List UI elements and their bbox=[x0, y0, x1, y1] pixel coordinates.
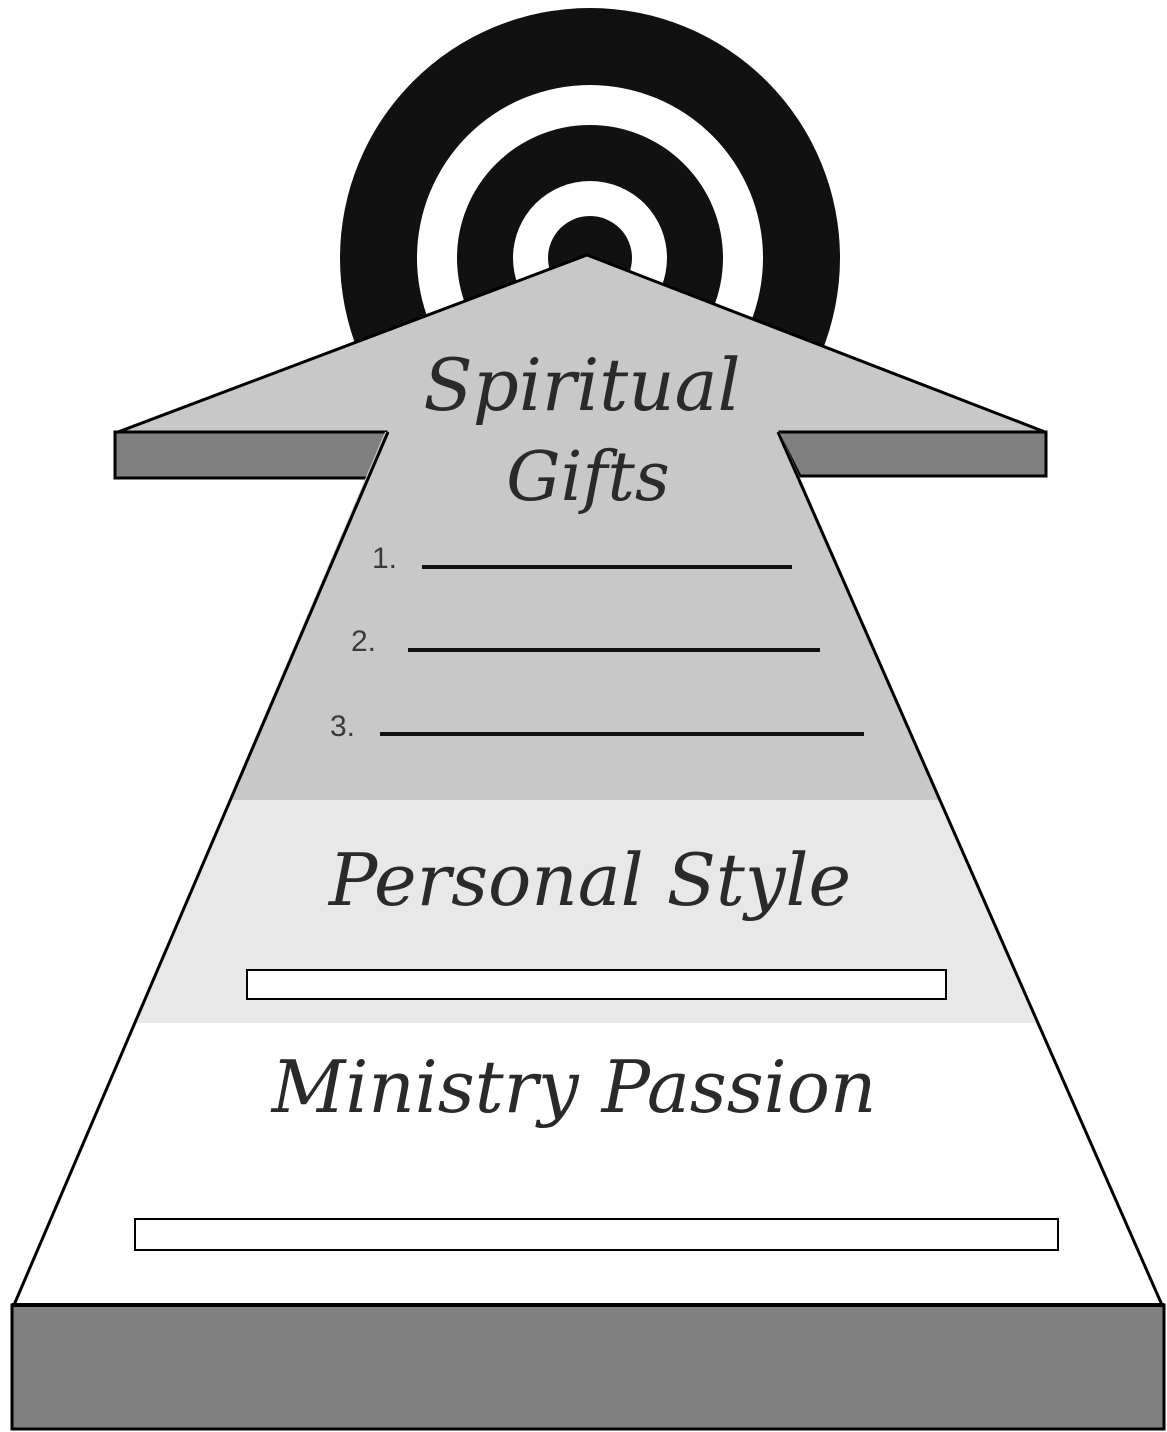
gift-number-3: 3. bbox=[330, 710, 355, 743]
gift-number-2: 2. bbox=[351, 625, 376, 658]
base-slab bbox=[12, 1305, 1164, 1429]
gift-number-1: 1. bbox=[372, 542, 397, 575]
spiritual-gifts-title-line1: Spiritual bbox=[423, 343, 740, 427]
spiritual-gifts-title-line2: Gifts bbox=[506, 438, 669, 517]
personal-style-input[interactable] bbox=[247, 970, 946, 999]
ministry-passion-title: Ministry Passion bbox=[270, 1045, 877, 1129]
ministry-passion-input[interactable] bbox=[135, 1219, 1058, 1250]
personal-style-section: Personal Style bbox=[247, 838, 946, 999]
personal-style-title: Personal Style bbox=[327, 838, 851, 922]
arrow-head-left-side bbox=[115, 432, 388, 478]
arrow-head-right-side bbox=[778, 432, 1046, 476]
